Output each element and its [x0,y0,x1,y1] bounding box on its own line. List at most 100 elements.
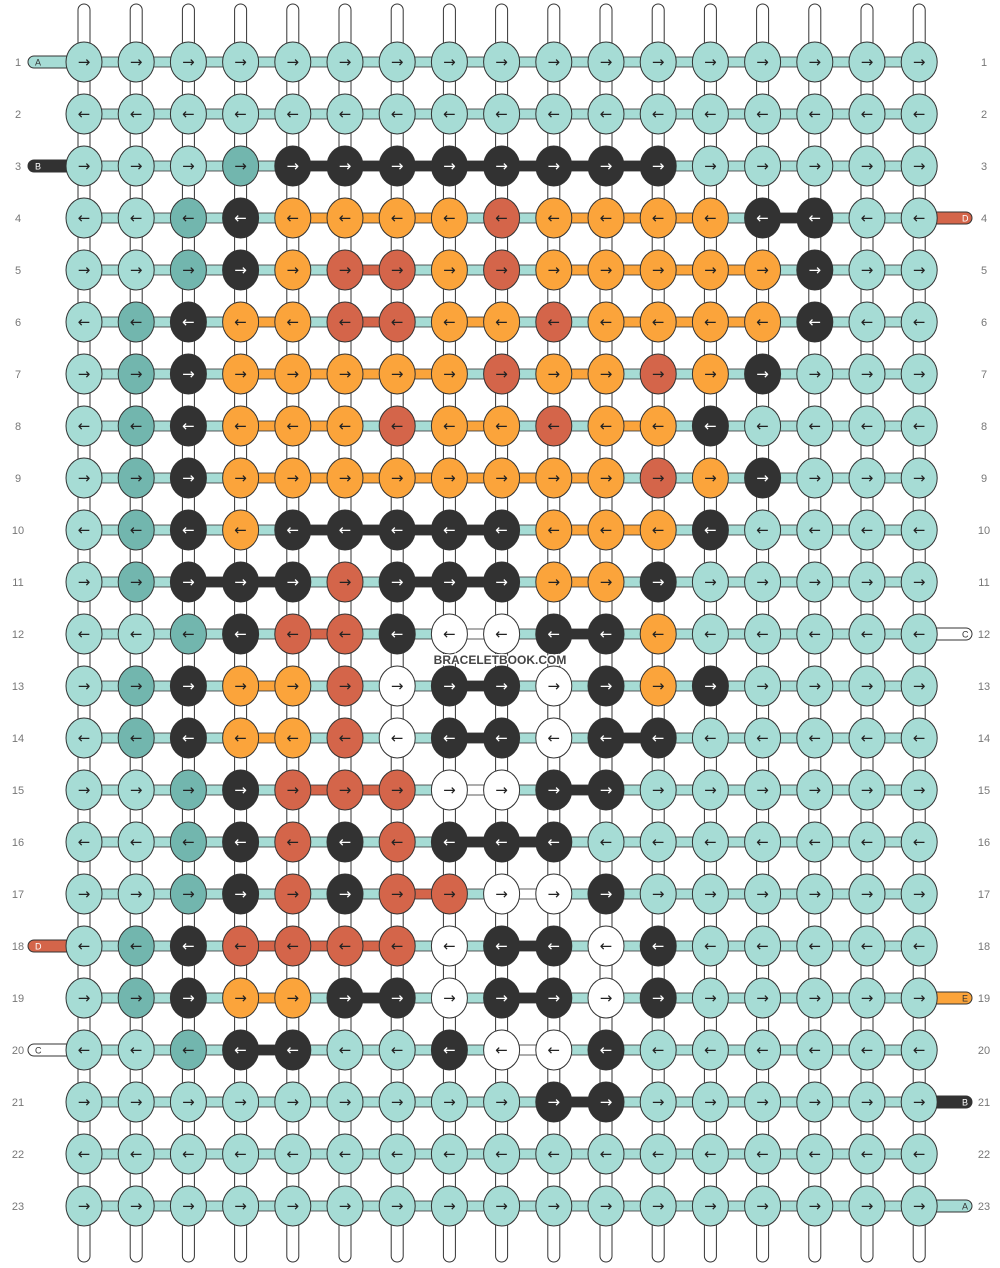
knot-oval [796,977,834,1019]
knot-oval [222,197,260,239]
knot-oval [169,93,207,135]
arrow-left-icon: ← [78,209,91,227]
knot-oval [796,145,834,187]
arrow-right-icon: → [652,53,665,71]
knot-oval [222,1029,260,1071]
knot: ← [639,1029,677,1071]
arrow-left-icon: ← [234,625,247,643]
knot: → [430,353,468,395]
arrow-right-icon: → [652,573,665,591]
arrow-left-icon: ← [809,833,822,851]
knot-oval [117,1185,155,1227]
knot: → [483,457,521,499]
knot-oval [900,93,938,135]
arrow-right-icon: → [234,573,247,591]
arrow-left-icon: ← [234,833,247,851]
knot-oval [483,717,521,759]
row-number-right: 3 [981,161,987,173]
knot: → [169,249,207,291]
knot: ← [639,405,677,447]
knot: → [796,873,834,915]
knot: → [796,977,834,1019]
knot-oval [535,249,573,291]
knot-oval [222,1133,260,1175]
knot-oval [169,301,207,343]
knot-oval [222,717,260,759]
arrow-right-icon: → [234,261,247,279]
knot-oval [222,301,260,343]
knot-oval [848,717,886,759]
arrow-right-icon: → [443,989,456,1007]
knot-oval [483,509,521,551]
arrow-left-icon: ← [756,1145,769,1163]
knot: → [796,41,834,83]
knot: ← [796,717,834,759]
knot: → [691,1081,729,1123]
knot-oval [587,145,625,187]
arrow-right-icon: → [913,157,926,175]
knot-oval [65,717,103,759]
knot: → [848,145,886,187]
arrow-right-icon: → [809,53,822,71]
arrow-left-icon: ← [339,729,352,747]
knot-oval [65,1029,103,1071]
arrow-left-icon: ← [130,1145,143,1163]
knot: ← [744,1133,782,1175]
arrow-left-icon: ← [443,209,456,227]
knot: ← [796,509,834,551]
knot: → [587,873,625,915]
knot: → [639,977,677,1019]
arrow-right-icon: → [861,53,874,71]
knot: ← [326,1029,364,1071]
knot-oval [483,665,521,707]
knot-oval [535,1185,573,1227]
row-number-left: 10 [12,525,24,537]
knot: → [587,561,625,603]
arrow-left-icon: ← [339,209,352,227]
knot-oval [430,1081,468,1123]
arrow-right-icon: → [652,469,665,487]
row-number-right: 9 [981,473,987,485]
knot: ← [848,821,886,863]
knot-grid: → → → → → → → → → → → → → → → → → ← ← ← ← ← ← ← ← ← ← ← ← ← ← ← ← ← → → → → → →… [65,41,938,1227]
arrow-left-icon: ← [652,417,665,435]
knot-oval [378,249,416,291]
arrow-left-icon: ← [809,937,822,955]
knot: → [117,769,155,811]
knot: → [169,145,207,187]
arrow-right-icon: → [913,989,926,1007]
knot-oval [848,1081,886,1123]
knot: ← [430,821,468,863]
knot-oval [639,353,677,395]
knot-oval [326,353,364,395]
knot: → [65,457,103,499]
arrow-left-icon: ← [78,105,91,123]
knot-oval [483,873,521,915]
row-number-left: 23 [12,1201,24,1213]
knot-oval [222,353,260,395]
knot-oval [587,457,625,499]
knot-oval [117,821,155,863]
arrow-right-icon: → [756,365,769,383]
arrow-left-icon: ← [130,209,143,227]
knot-oval [117,353,155,395]
knot: ← [222,717,260,759]
arrow-left-icon: ← [287,313,300,331]
arrow-left-icon: ← [78,521,91,539]
knot: → [691,249,729,291]
arrow-left-icon: ← [495,417,508,435]
arrow-left-icon: ← [809,313,822,331]
arrow-left-icon: ← [861,417,874,435]
arrow-left-icon: ← [182,209,195,227]
knot: → [117,1185,155,1227]
knot: ← [169,509,207,551]
knot: → [326,1185,364,1227]
knot-oval [430,353,468,395]
knot-oval [430,93,468,135]
knot-oval [222,457,260,499]
arrow-right-icon: → [913,1197,926,1215]
arrow-left-icon: ← [130,833,143,851]
knot: ← [326,821,364,863]
knot: ← [117,1029,155,1071]
knot: ← [483,925,521,967]
